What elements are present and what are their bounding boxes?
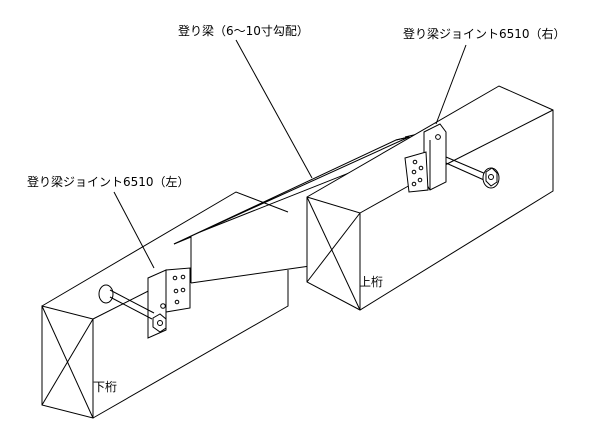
rafter-bottom-edge	[190, 265, 311, 284]
joint-right-hole	[411, 169, 417, 175]
upper-beam-end-cross-2	[306, 212, 361, 283]
lower-beam-end-cross-2	[41, 318, 94, 406]
joint-left-hole	[180, 287, 186, 293]
upper-beam-end-cross-1	[306, 196, 361, 311]
leader-joint-left	[113, 191, 155, 269]
lower-beam-label: 下桁	[93, 380, 118, 394]
joint-right-bolt-shank	[445, 156, 487, 175]
joint-left-bolt-shank	[109, 296, 153, 320]
upper-beam	[306, 85, 554, 311]
lower-beam-side-edge	[92, 270, 289, 419]
joint-left-hole	[174, 299, 180, 305]
joint-left-hole	[160, 303, 166, 309]
joint-left-label: 登り梁ジョイント6510（左）	[27, 175, 190, 189]
rafter-lower-end	[173, 236, 192, 283]
joint-left-bolt-shank	[109, 289, 155, 314]
joint-left-hole	[180, 274, 186, 280]
joint-right-hole	[417, 177, 423, 183]
joint-left-bolt-head	[98, 284, 114, 304]
joint-right-bolt-nut	[485, 167, 498, 187]
upper-beam-top-front-edge-2	[444, 109, 554, 166]
joint-right-hole	[412, 159, 418, 165]
joint-right-bolt-shank	[445, 162, 485, 181]
joint-right-label: 登り梁ジョイント6510（右）	[403, 27, 566, 41]
lower-beam	[41, 191, 289, 419]
upper-beam-label: 上桁	[359, 275, 384, 289]
joint-left-bolt-nut	[152, 313, 167, 333]
joint-right-hole	[411, 181, 417, 187]
joint-right-bolt-end	[488, 174, 494, 180]
joint-right-base	[404, 151, 429, 193]
joint-left-hole	[172, 275, 178, 281]
joint-left	[98, 267, 191, 339]
joint-right-hole	[418, 165, 424, 171]
leader-joint-right	[435, 44, 467, 125]
lower-beam-top-edge	[41, 191, 289, 307]
joint-right-hole	[435, 134, 441, 140]
rafter-label: 登り梁（6〜10寸勾配）	[178, 24, 309, 38]
joint-right	[404, 123, 500, 193]
leader-rafter	[235, 39, 313, 179]
joint-left-bolt-end	[157, 320, 163, 326]
joint-left-hole	[173, 288, 179, 294]
